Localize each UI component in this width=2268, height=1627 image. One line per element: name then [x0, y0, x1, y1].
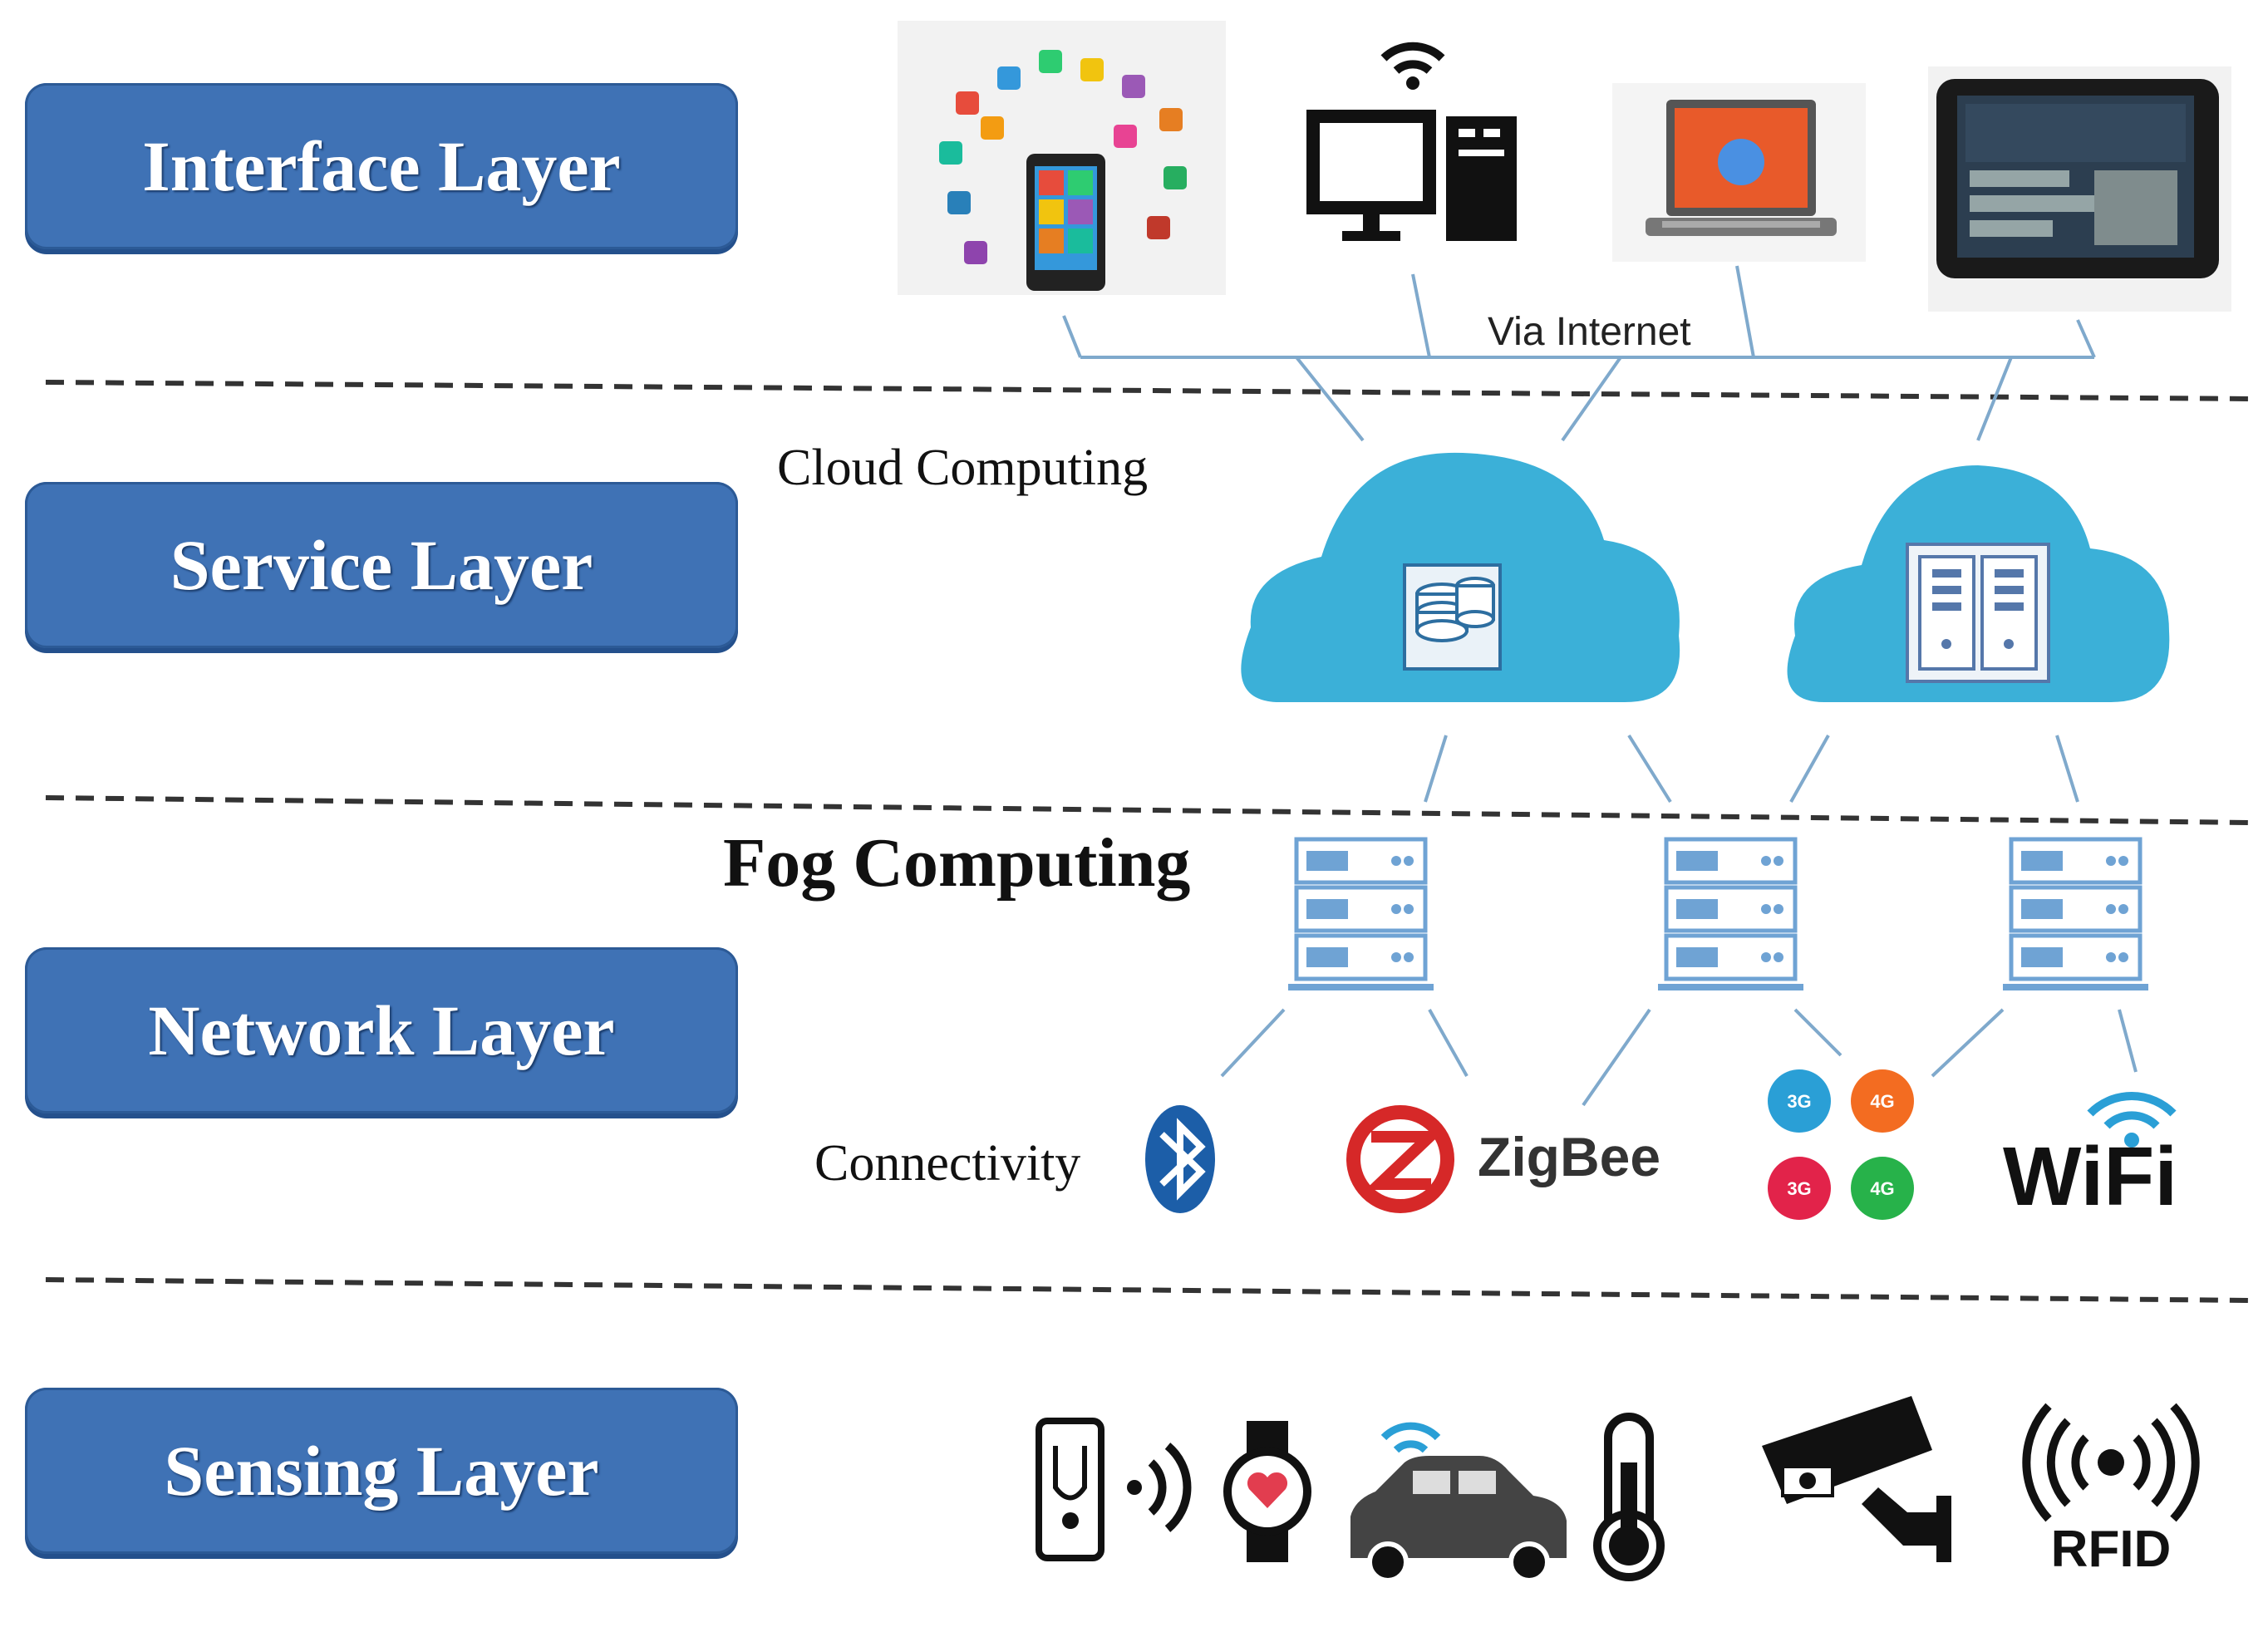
via-internet-label: Via Internet: [1488, 310, 1691, 354]
zigbee-text: ZigBee: [1478, 1126, 1660, 1187]
separator-1: [45, 380, 2253, 401]
cellular-label-1: 3G: [1787, 1091, 1811, 1112]
interface-layer-text: Interface Layer: [142, 126, 621, 206]
sensing-layer-text: Sensing Layer: [164, 1431, 599, 1511]
fog-server-icon: [1658, 837, 1803, 990]
smartwatch-icon: [1223, 1421, 1311, 1562]
cellular-label-2: 4G: [1870, 1091, 1894, 1112]
zigbee-icon: [1346, 1105, 1454, 1213]
cloud-fog-connectors: [1424, 734, 2079, 804]
apps-phone-icon: [898, 21, 1226, 295]
fog-computing-label: Fog Computing: [723, 824, 1191, 902]
fog-server-icon: [2003, 837, 2148, 990]
cctv-camera-icon: [1762, 1396, 1951, 1562]
service-layer-label: Service Layer: [25, 482, 738, 648]
thermometer-icon: [1593, 1413, 1665, 1581]
wifi-icon: [2087, 1091, 2177, 1148]
cellular-label-4: 4G: [1870, 1178, 1894, 1199]
wifi-text: WiFi: [2003, 1130, 2177, 1223]
fog-connectivity-connectors: [1220, 1008, 2138, 1107]
connectivity-label: Connectivity: [814, 1135, 1081, 1192]
interface-layer-label: Interface Layer: [25, 83, 738, 249]
laptop-icon: [1612, 83, 1866, 262]
connected-car-icon: [1350, 1422, 1567, 1583]
cloud-computing-label: Cloud Computing: [777, 440, 1149, 496]
rfid-icon: [2022, 1403, 2200, 1522]
cellular-icon: 3G 4G 3G 4G: [1768, 1069, 1914, 1220]
cellular-label-3: 3G: [1787, 1178, 1811, 1199]
cloud-server-icon: [1787, 465, 2170, 702]
cloud-database-icon: [1241, 452, 1680, 702]
health-phone-icon: [1036, 1418, 1104, 1561]
layer-separators: [45, 380, 2253, 1303]
tablet-icon: [1928, 66, 2231, 312]
service-layer-text: Service Layer: [170, 525, 593, 605]
internet-connectors: [1062, 265, 2096, 442]
separator-2: [45, 795, 2253, 825]
sensing-layer-label: Sensing Layer: [25, 1388, 738, 1554]
separator-3: [45, 1277, 2253, 1303]
desktop-computer-icon: [1306, 42, 1517, 241]
fog-server-icon: [1288, 837, 1434, 990]
signal-waves-icon: [1127, 1443, 1192, 1532]
bluetooth-icon: [1145, 1105, 1215, 1213]
rfid-text: RFID: [2051, 1521, 2172, 1578]
network-layer-text: Network Layer: [148, 990, 615, 1070]
network-layer-label: Network Layer: [25, 947, 738, 1113]
